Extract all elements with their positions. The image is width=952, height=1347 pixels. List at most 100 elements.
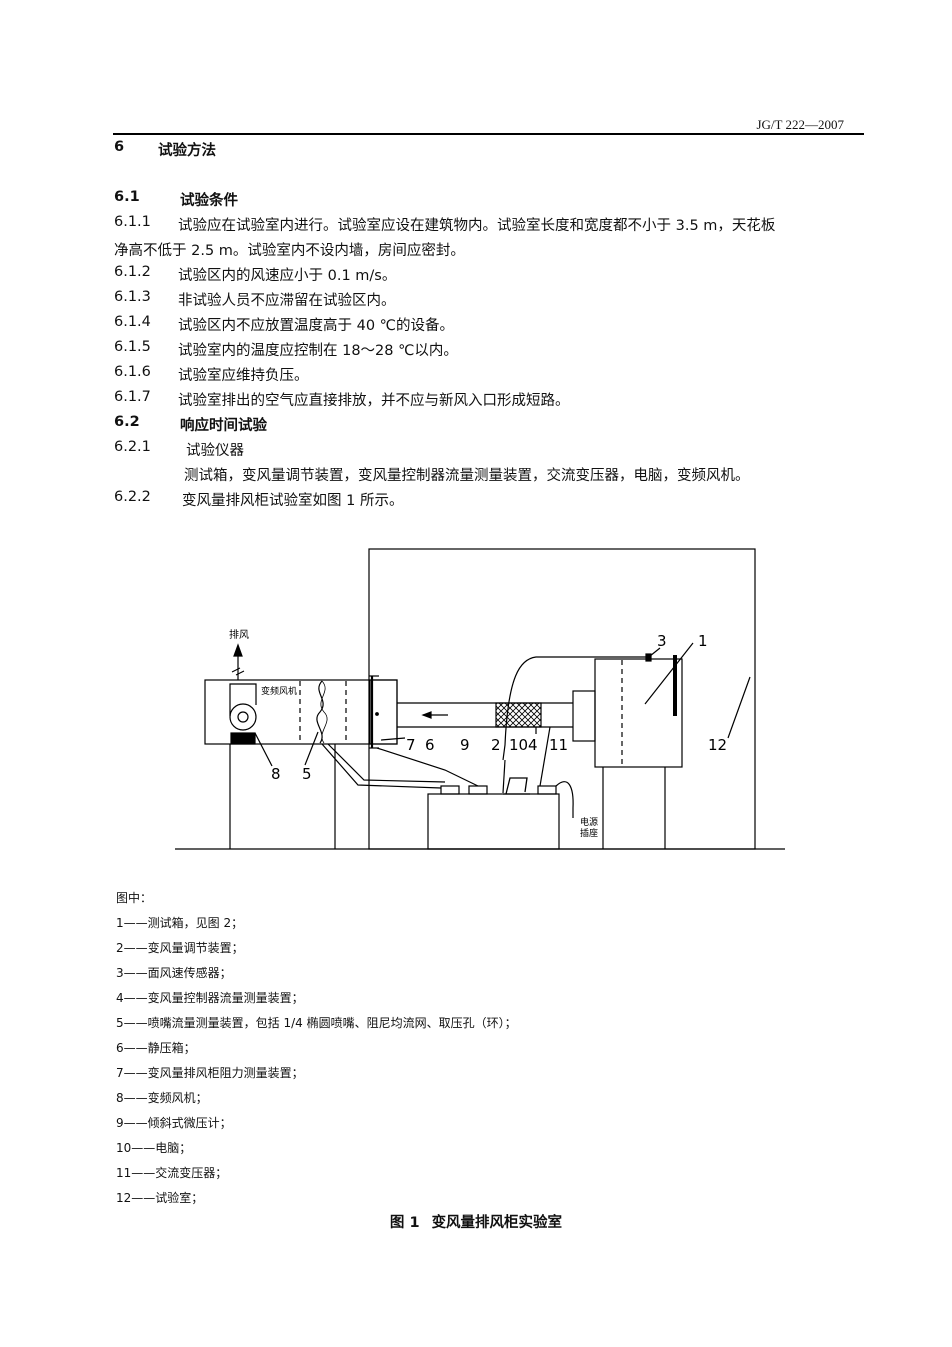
fan-icon [229,703,257,731]
subsection-number: 6.2 [114,414,140,430]
section-number: 6 [114,139,125,155]
label-n12: 12 [708,736,727,754]
header-rule [113,133,864,135]
instrument-table [427,793,560,850]
test-room-wall [368,548,756,850]
clause-number: 6.1.2 [114,264,151,280]
sensor-cable [502,656,646,761]
legend-item: 10——电脑； [116,1141,192,1155]
label-n9: 9 [460,736,470,754]
clause-number: 6.1.5 [114,339,151,355]
subsection-heading-6-1: 6.1 试验条件 [114,189,238,209]
label-n6: 6 [425,736,435,754]
leader-7 [380,737,406,741]
clause-number: 6.1.6 [114,364,151,380]
clause-text: 变风量排风柜试验室如图 1 所示。 [182,493,404,509]
face-velocity-sensor [645,653,652,662]
clause-text: 试验室排出的空气应直接排放，并不应与新风入口形成短路。 [178,393,570,409]
label-n10: 10 [509,736,528,754]
label-power-1: 电源 [580,816,598,828]
fan-outlet [229,683,257,716]
transformer [537,785,557,795]
label-n4: 4 [528,736,538,754]
legend-item: 11——交流变压器； [116,1166,228,1180]
manometer-9 [468,785,488,795]
clause-6-2-1-detail: 测试箱，变风量调节装置，变风量控制器流量测量装置，交流变压器，电脑，变频风机。 [184,468,750,484]
clause-text: 试验室应维持负压。 [178,368,309,384]
clause-text: 试验区内的风速应小于 0.1 m/s。 [178,268,397,284]
subsection-heading-6-2: 6.2 响应时间试验 [114,414,267,434]
test-box-flange [572,690,596,742]
clause-text: 试验应在试验室内进行。试验室应设在建筑物内。试验室长度和宽度都不小于 3.5 m… [178,218,776,234]
section-heading: 6 试验方法 [114,139,216,159]
header-standard-code: JG/T 222—2007 [756,117,844,132]
leader-8 [254,732,273,767]
clause-6-1-7: 6.1.7 试验室排出的空气应直接排放，并不应与新风入口形成短路。 [114,389,570,409]
clause-text: 非试验人员不应滞留在试验区内。 [178,293,396,309]
nozzle-outline [320,680,328,744]
section-title: 试验方法 [158,143,216,159]
subsection-title: 试验条件 [180,193,238,209]
label-n2: 2 [491,736,501,754]
static-pressure-box [369,679,398,745]
cable-power [555,781,574,818]
legend-item: 2——变风量调节装置； [116,941,244,955]
label-n3: 3 [657,632,667,650]
clause-number: 6.1.1 [114,214,151,230]
legend-item: 9——倾斜式微压计； [116,1116,232,1130]
leader-3 [649,647,661,657]
label-n1: 1 [698,632,708,650]
label-fan: 变频风机 [261,685,297,697]
clause-text: 试验仪器 [186,443,244,459]
clause-6-2-2: 6.2.2 变风量排风柜试验室如图 1 所示。 [114,489,403,509]
damper [495,702,542,728]
manometer-1 [440,785,460,795]
exhaust-arrowhead [233,643,243,657]
pressure-tap-point [375,712,379,716]
label-n11: 11 [549,736,568,754]
tube-1 [321,743,442,789]
legend-item: 3——面风速传感器； [116,966,232,980]
figure-caption-number: 图 1 [389,1215,420,1231]
subsection-title: 响应时间试验 [180,418,267,434]
label-n5: 5 [302,765,312,783]
test-box [594,658,683,768]
fan-hub [237,711,249,723]
legend-item: 12——试验室； [116,1191,204,1205]
legend-item: 7——变风量排风柜阻力测量装置； [116,1066,304,1080]
leader-12 [727,676,751,739]
legend-item: 8——变频风机； [116,1091,208,1105]
leader-1 [644,642,694,705]
clause-6-1-4: 6.1.4 试验区内不应放置温度高于 40 ℃的设备。 [114,314,454,334]
label-exhaust: 排风 [229,628,249,641]
leader-5 [304,731,319,766]
subsection-number: 6.1 [114,189,140,205]
clause-number: 6.2.1 [114,439,151,455]
computer-icon [503,777,530,795]
tube-3 [376,747,479,787]
clause-number: 6.2.2 [114,489,151,505]
clause-6-1-3: 6.1.3 非试验人员不应滞留在试验区内。 [114,289,396,309]
legend-title: 图中： [116,891,153,905]
legend-item: 4——变风量控制器流量测量装置； [116,991,304,1005]
figure-caption-title: 变风量排风柜实验室 [431,1215,563,1231]
fan-base [230,732,256,745]
clause-6-1-5: 6.1.5 试验室内的温度应控制在 18～28 ℃以内。 [114,339,458,359]
duct-arrowhead [421,711,432,719]
legend-item: 5——喷嘴流量测量装置，包括 1/4 椭圆喷嘴、阻尼均流网、取压孔（环）； [116,1016,517,1030]
clause-6-1-1: 6.1.1 试验应在试验室内进行。试验室应设在建筑物内。试验室长度和宽度都不小于… [114,214,775,234]
tube-2 [327,743,446,783]
clause-6-2-1: 6.2.1 试验仪器 [114,439,244,459]
label-n7: 7 [406,736,416,754]
clause-number: 6.1.4 [114,314,151,330]
cable-damper [502,759,506,794]
clause-6-1-6: 6.1.6 试验室应维持负压。 [114,364,309,384]
clause-6-1-1-continued: 净高不低于 2.5 m。试验室内不设内墙，房间应密封。 [114,243,465,259]
label-power-2: 插座 [580,827,598,839]
exhaust-break [231,667,245,676]
clause-number: 6.1.3 [114,289,151,305]
cable-transformer [539,726,551,787]
clause-6-1-2: 6.1.2 试验区内的风速应小于 0.1 m/s。 [114,264,396,284]
legend-item: 1——测试箱，见图 2； [116,916,244,930]
